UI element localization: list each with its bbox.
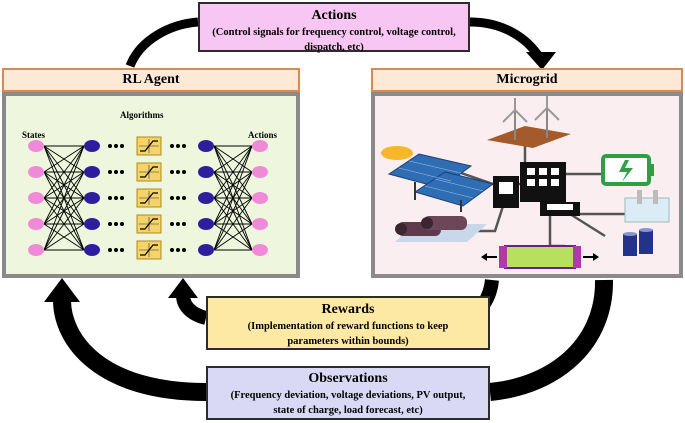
hidden-node — [198, 140, 214, 152]
rewards-box: Rewards (Implementation of reward functi… — [206, 296, 490, 350]
arrow-agent-to-actions — [125, 17, 199, 68]
microgrid-header: Microgrid — [371, 68, 683, 92]
actions-subtitle-line1: (Control signals for frequency control, … — [212, 27, 456, 38]
observations-subtitle-line1: (Frequency deviation, voltage deviations… — [230, 390, 466, 401]
actions-subtitle-line2: dispatch, etc) — [304, 42, 364, 53]
algorithms-label: Algorithms — [120, 110, 164, 120]
ellipsis-dot — [114, 170, 118, 174]
state-node — [28, 140, 44, 152]
actions-title: Actions — [311, 8, 357, 23]
states-label: States — [22, 130, 45, 140]
ellipsis-dot — [176, 222, 180, 226]
arrow-microgrid-to-observations — [488, 279, 614, 401]
hidden-node — [84, 140, 100, 152]
state-node — [28, 192, 44, 204]
rewards-subtitle-line2: parameters within bounds) — [287, 336, 409, 347]
ellipsis-dot — [182, 248, 186, 252]
ellipsis-dot — [120, 222, 124, 226]
ellipsis-dot — [114, 222, 118, 226]
state-node — [28, 218, 44, 230]
battery-icon — [601, 154, 654, 186]
capacitor-icon — [623, 228, 653, 256]
arrow-observations-to-agent — [53, 299, 207, 401]
load-icon — [481, 245, 599, 269]
ellipsis-dot — [108, 170, 112, 174]
observations-subtitle-line2: state of charge, load forecast, etc) — [273, 405, 423, 416]
ellipsis-dot — [170, 170, 174, 174]
rewards-title: Rewards — [321, 302, 375, 317]
ellipsis-dot — [176, 170, 180, 174]
observations-title: Observations — [308, 371, 388, 386]
hidden-node — [198, 218, 214, 230]
rl-agent-panel: States Algorithms Actions — [2, 92, 300, 278]
ellipsis-dot — [114, 144, 118, 148]
arrow-actions-to-microgrid — [469, 17, 544, 61]
ellipsis-dot — [114, 248, 118, 252]
hidden-node — [84, 244, 100, 256]
action-node — [252, 140, 268, 152]
ellipsis-dot — [170, 248, 174, 252]
sun-icon — [381, 146, 413, 160]
action-node — [252, 244, 268, 256]
hidden-node — [84, 218, 100, 230]
action-node — [252, 192, 268, 204]
ellipsis-dot — [120, 248, 124, 252]
ellipsis-dot — [120, 196, 124, 200]
ellipsis-dot — [108, 248, 112, 252]
ellipsis-dot — [108, 144, 112, 148]
ellipsis-dot — [176, 196, 180, 200]
state-node — [28, 166, 44, 178]
arrow-rewards-to-agent — [176, 294, 209, 325]
observations-box: Observations (Frequency deviation, volta… — [206, 366, 490, 420]
action-node — [252, 218, 268, 230]
actions-box: Actions (Control signals for frequency c… — [198, 2, 470, 53]
hidden-node — [198, 166, 214, 178]
rl-agent-header: RL Agent — [2, 68, 300, 92]
ellipsis-dot — [170, 196, 174, 200]
ellipsis-dot — [114, 196, 118, 200]
ellipsis-dot — [108, 222, 112, 226]
ellipsis-dot — [170, 144, 174, 148]
ellipsis-dot — [108, 196, 112, 200]
control-center-icon — [493, 162, 580, 216]
wind-turbine-icon — [487, 96, 571, 148]
hidden-node — [84, 192, 100, 204]
ellipsis-dot — [120, 144, 124, 148]
generator-icon — [395, 216, 487, 242]
ellipsis-dot — [170, 222, 174, 226]
state-node — [28, 244, 44, 256]
ellipsis-dot — [182, 144, 186, 148]
action-node — [252, 166, 268, 178]
solar-panel-icon — [387, 153, 495, 212]
microgrid-panel — [371, 92, 683, 278]
hydrogen-tank-icon — [624, 190, 670, 223]
ellipsis-dot — [120, 170, 124, 174]
neural-network-diagram — [28, 136, 268, 260]
arrowhead-rewards-agent — [168, 278, 198, 298]
arrowhead-microgrid — [526, 52, 556, 70]
hidden-node — [84, 166, 100, 178]
ellipsis-dot — [182, 222, 186, 226]
agent-actions-label: Actions — [248, 130, 277, 140]
ellipsis-dot — [182, 170, 186, 174]
arrowhead-observations-agent — [44, 278, 80, 302]
ellipsis-dot — [176, 248, 180, 252]
ellipsis-dot — [176, 144, 180, 148]
ellipsis-dot — [182, 196, 186, 200]
hidden-node — [198, 192, 214, 204]
rewards-subtitle-line1: (Implementation of reward functions to k… — [247, 321, 449, 332]
hidden-node — [198, 244, 214, 256]
microgrid-illustration — [381, 96, 670, 269]
